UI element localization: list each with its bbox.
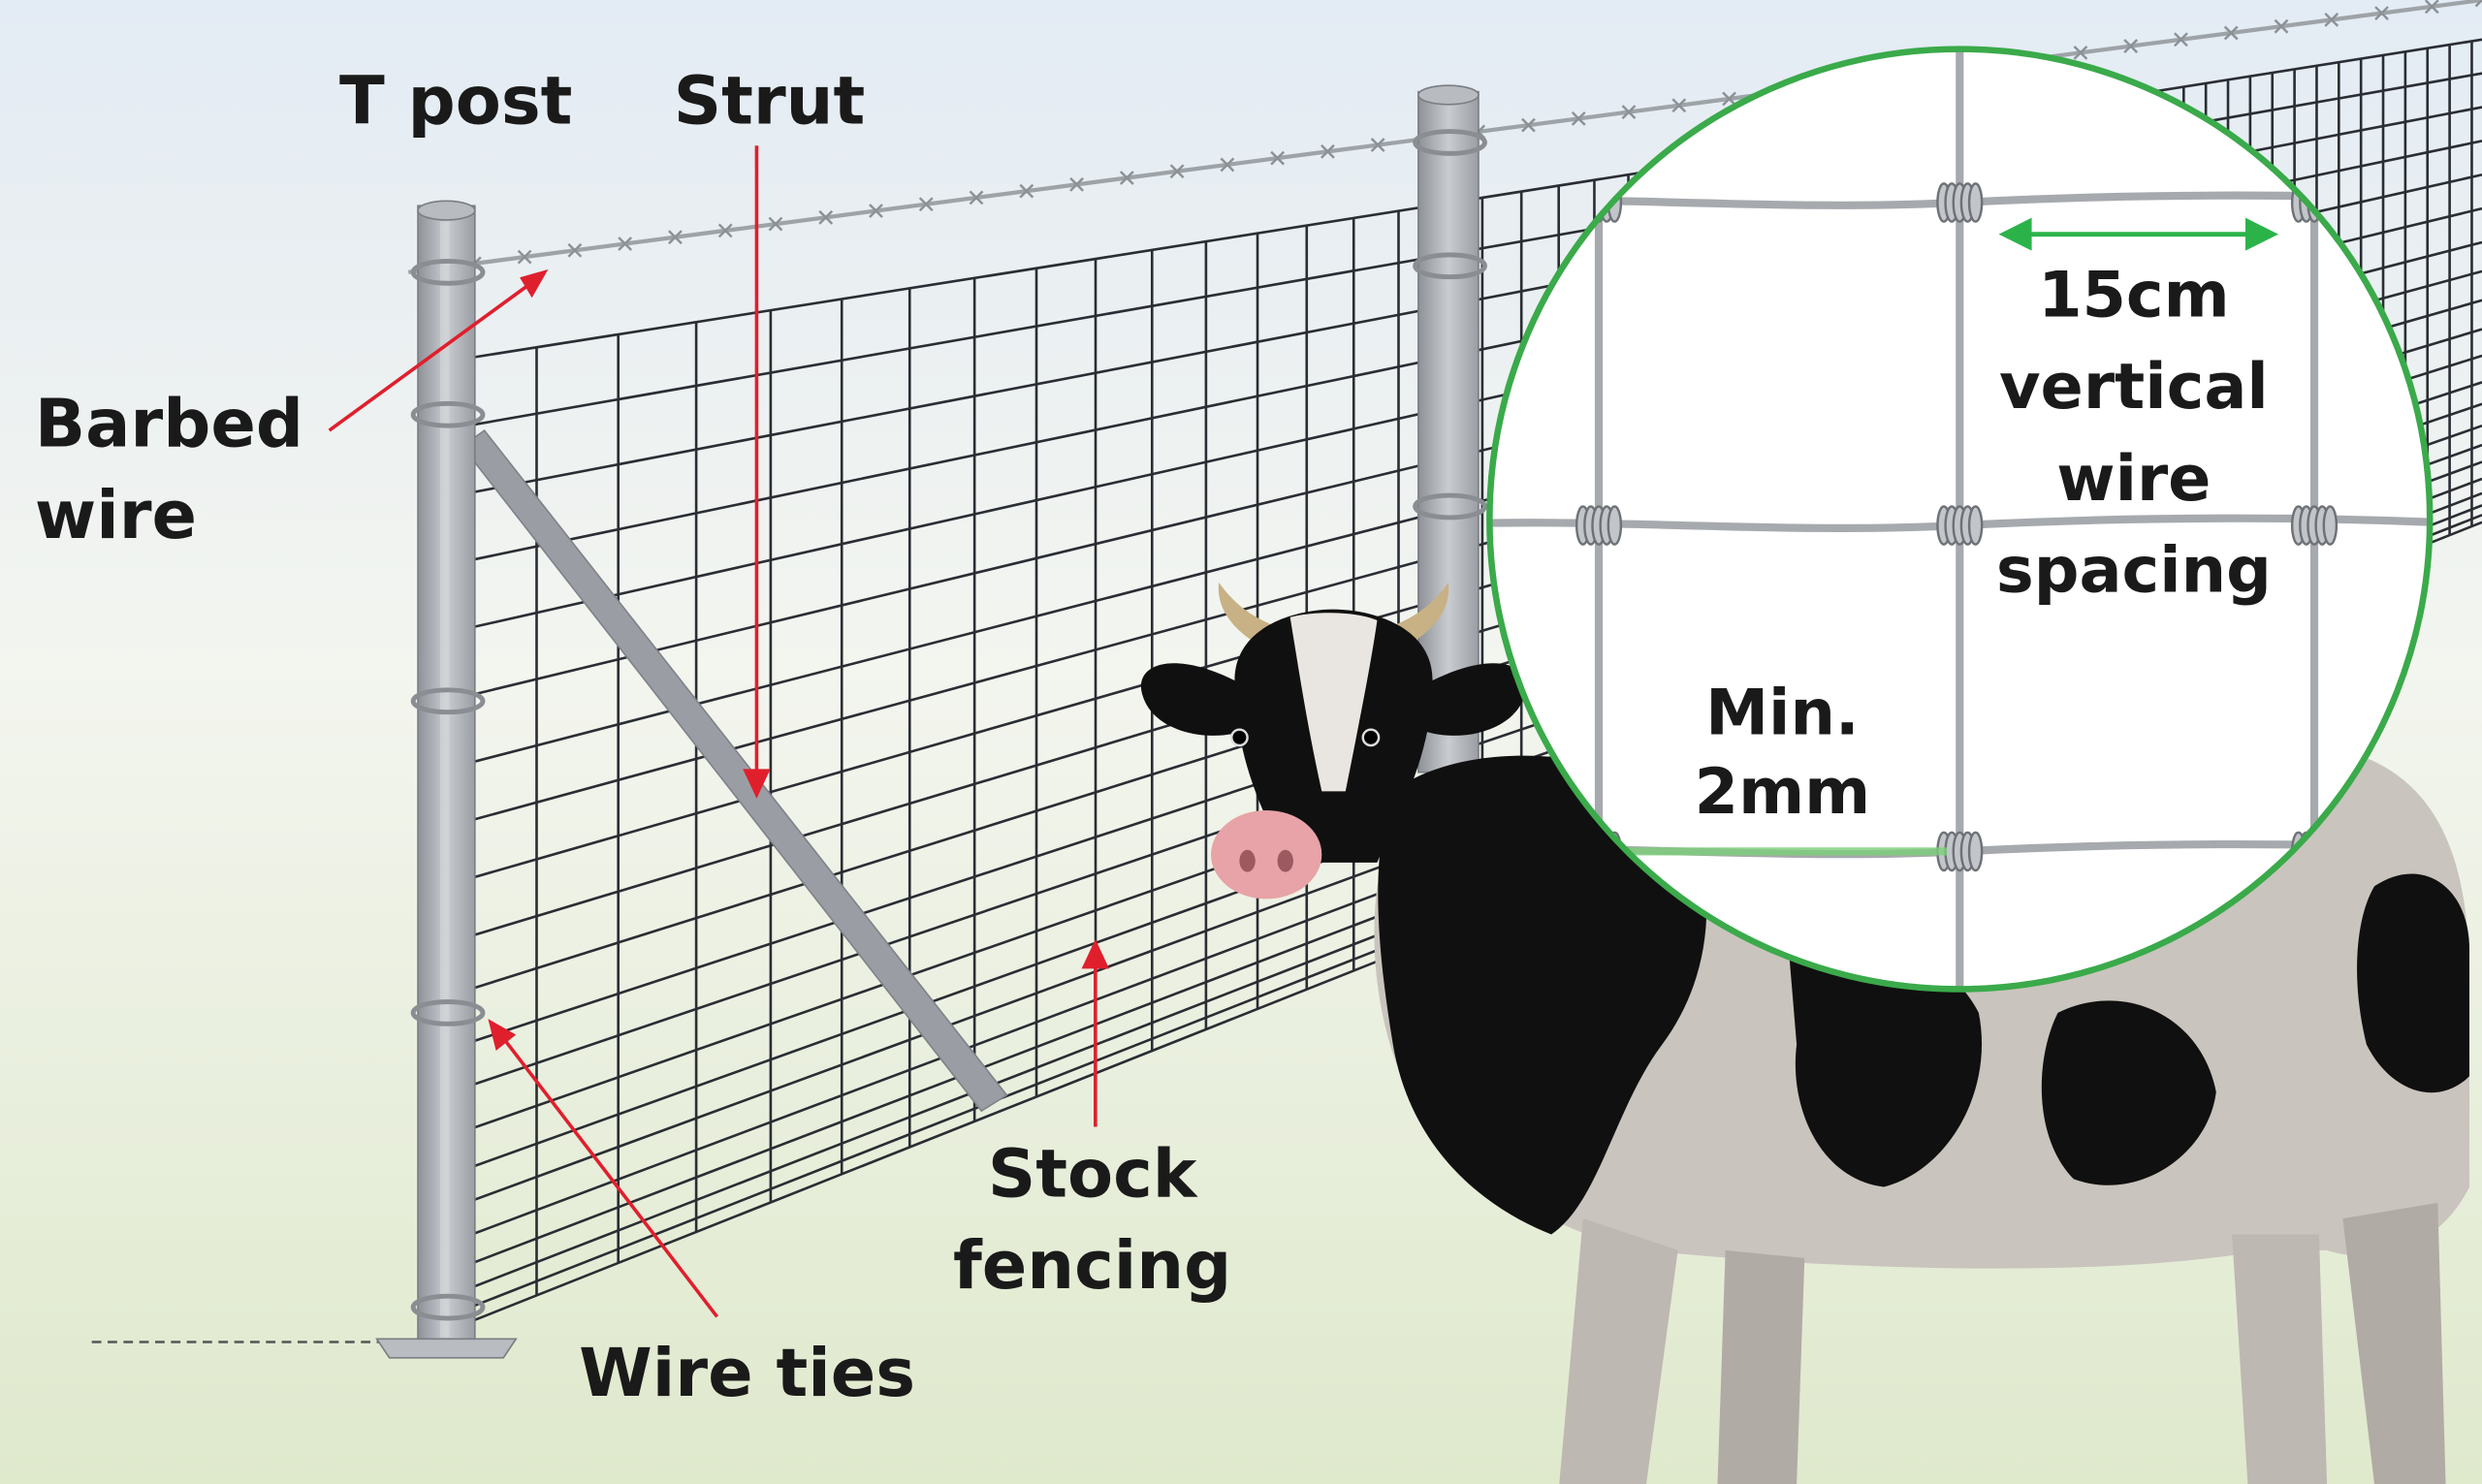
strut: [461, 428, 1008, 1113]
spacing-label-line4: spacing: [1996, 534, 2272, 608]
barbed-wire-label-line1: Barbed: [35, 385, 303, 462]
spacing-label-line3: wire: [2056, 442, 2211, 516]
annotation-arrows: [328, 145, 1110, 1318]
t-post-label: T post: [339, 62, 572, 140]
gauge-label-line2: 2mm: [1695, 755, 1871, 829]
spacing-arrow: [1998, 217, 2279, 251]
gauge-label-line1: Min.: [1705, 677, 1860, 750]
t-post-left: [375, 200, 518, 1359]
stock-fencing-label-line1: Stock: [988, 1135, 1198, 1213]
wire-ties-label: Wire ties: [579, 1335, 915, 1412]
barbed-wire-label-line2: wire: [35, 477, 197, 554]
spacing-label-line1: 15cm: [2038, 259, 2230, 332]
stock-fencing-label-line2: fencing: [953, 1227, 1231, 1305]
strut-label: Strut: [674, 62, 866, 140]
labels: T post Strut Barbed wire Stock fencing W…: [35, 62, 2272, 1412]
spacing-label-line2: vertical: [1999, 350, 2269, 424]
wire-ties: [410, 129, 1487, 1321]
